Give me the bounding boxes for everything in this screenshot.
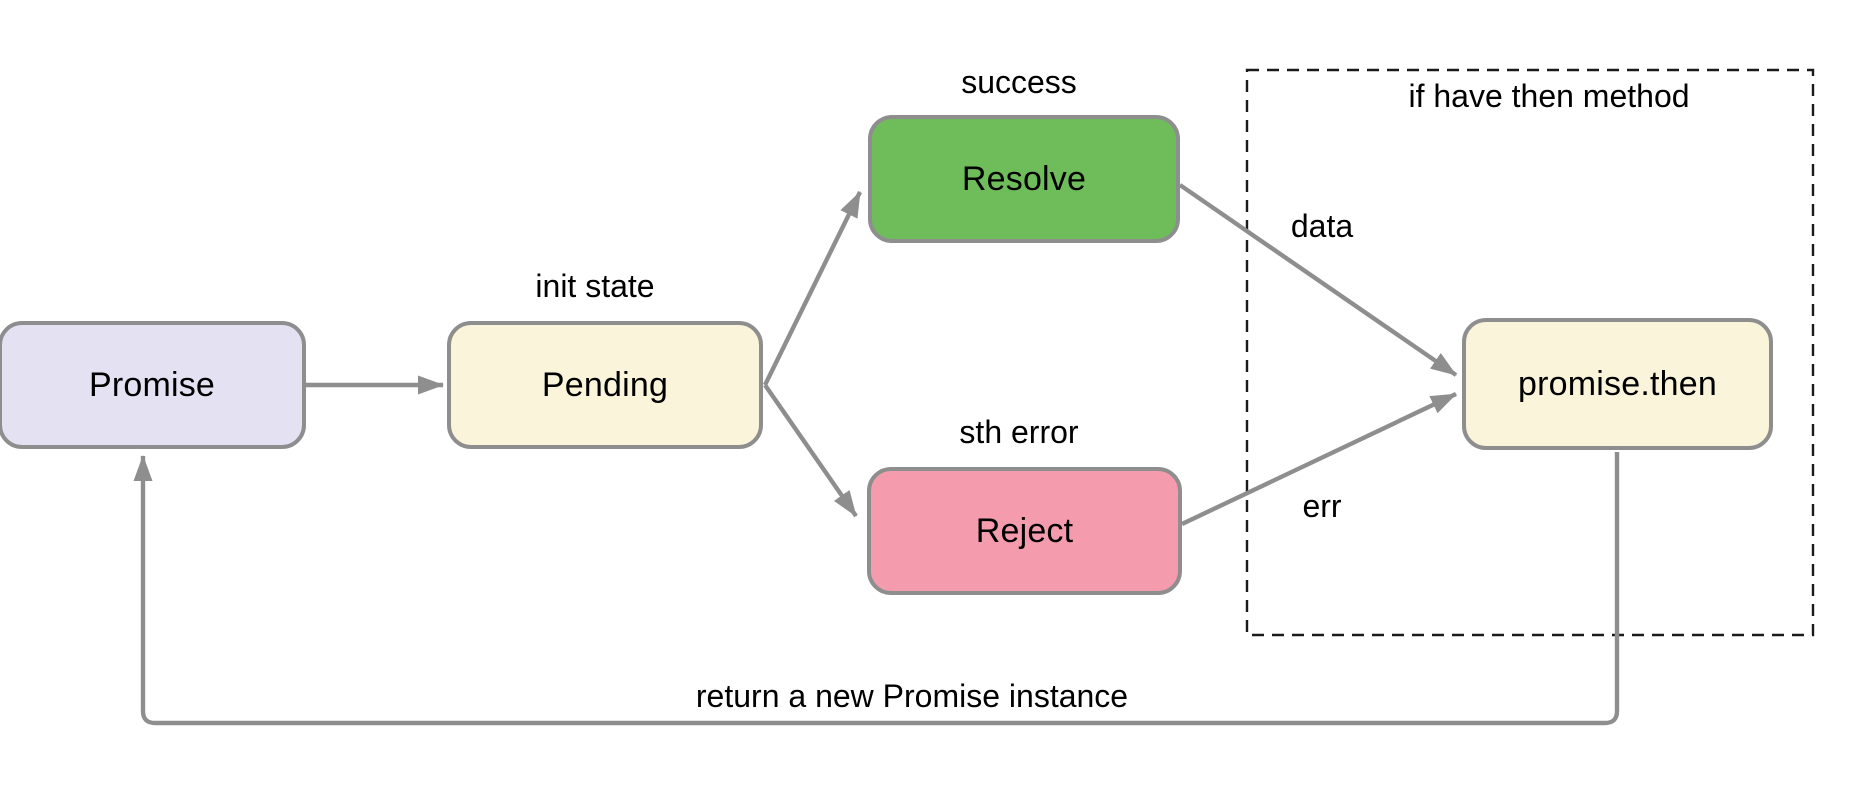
node-promise-then-label: promise.then	[1518, 364, 1717, 403]
node-reject: Reject	[867, 467, 1182, 595]
label-err: err	[1302, 488, 1342, 524]
if-then-group-outline	[1245, 68, 1815, 637]
node-pending: Pending	[447, 321, 763, 449]
node-resolve: Resolve	[868, 115, 1180, 243]
label-success: success	[961, 64, 1077, 100]
arrow-pending-to-reject	[763, 383, 858, 518]
node-promise-label: Promise	[88, 365, 216, 404]
node-promise: Promise	[0, 321, 306, 449]
label-sth-error: sth error	[959, 414, 1079, 450]
label-if-have-then-method: if have then method	[1408, 78, 1690, 114]
arrow-reject-to-then	[1181, 392, 1457, 526]
label-init-state: init state	[535, 268, 655, 304]
arrow-pending-to-resolve	[763, 191, 862, 386]
label-return-new-promise-instance: return a new Promise instance	[695, 678, 1129, 714]
node-pending-label: Pending	[541, 365, 669, 404]
arrow-then-to-promise	[133, 452, 1620, 726]
node-resolve-label: Resolve	[961, 159, 1087, 198]
arrow-resolve-to-then	[1178, 183, 1458, 377]
node-reject-label: Reject	[975, 511, 1074, 550]
node-promise-then: promise.then	[1462, 318, 1773, 450]
label-data: data	[1290, 208, 1354, 244]
